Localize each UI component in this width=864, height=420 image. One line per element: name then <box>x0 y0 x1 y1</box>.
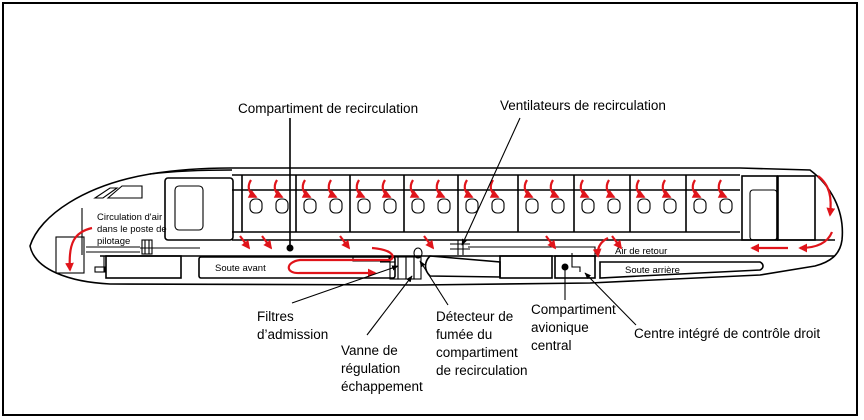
label-recirculation-compartment: Compartiment de recirculation <box>238 101 418 116</box>
label-exhaust-valve-2: régulation <box>341 361 400 376</box>
cabin-window <box>275 198 289 214</box>
leader-intake-filters <box>291 265 399 304</box>
cabin-flow-arrow <box>301 179 312 198</box>
cabin-structure <box>100 174 835 257</box>
cabin-bay <box>403 175 451 232</box>
cabin-flow-arrow <box>247 179 258 198</box>
cabin-flow-arrow <box>409 179 420 198</box>
cabin-bay <box>573 175 621 232</box>
cabin-window <box>465 198 479 214</box>
cabin-flow-arrow <box>579 179 590 198</box>
cockpit-flow-arrow <box>65 226 93 272</box>
cabin-bay <box>241 175 289 232</box>
cockpit-air-line-2: dans le poste de <box>97 224 167 235</box>
return-air-label: Air de retour <box>615 246 667 257</box>
cabin-bay <box>685 175 733 232</box>
leader-exhaust-valve <box>366 275 413 336</box>
cabin-window <box>525 198 539 214</box>
cabin-bay <box>349 175 397 232</box>
aft-bottom-arrow <box>798 231 834 253</box>
diagram-frame <box>2 2 858 416</box>
cabin-window <box>249 198 263 214</box>
cabin-window <box>719 198 733 214</box>
aft-door <box>741 175 816 241</box>
leader-control-center <box>584 272 637 326</box>
label-exhaust-valve-1: Vanne de <box>341 343 398 358</box>
cabin-flow-arrow <box>463 179 474 198</box>
label-smoke-detector-4: de recirculation <box>436 363 528 378</box>
cabin-flow-arrow <box>549 179 560 198</box>
floor-flow-arrow <box>339 235 351 250</box>
floor-flow-arrow <box>611 235 623 250</box>
label-smoke-detector-1: Détecteur de <box>436 309 513 324</box>
cabin-window <box>411 198 425 214</box>
cockpit-equipment <box>55 236 153 274</box>
leader-smoke-detector <box>419 260 449 306</box>
recirculation-fans <box>450 240 596 262</box>
cabin-flow-arrow <box>381 179 392 198</box>
cabin-flow-arrow <box>661 179 672 198</box>
aft-down-arrow <box>817 175 836 217</box>
cabin-bay <box>457 175 505 232</box>
aft-hold-label: Soute arrière <box>625 265 680 276</box>
cabin-window <box>637 198 651 214</box>
cockpit-air-line-3: pilotage <box>97 236 130 247</box>
cabin-window <box>357 198 371 214</box>
cabin-bay <box>517 175 565 232</box>
floor-flow-arrow <box>423 235 435 250</box>
cabin-flow-arrow <box>435 179 446 198</box>
cabin-bay <box>295 175 343 232</box>
cabin-window <box>491 198 505 214</box>
label-smoke-detector-3: compartiment <box>436 345 518 360</box>
forward-door <box>164 177 234 241</box>
cabin-flow-arrow <box>635 179 646 198</box>
cabin-window <box>383 198 397 214</box>
cabin-bay <box>629 175 677 232</box>
forward-hold-label: Soute avant <box>215 263 266 274</box>
leader-recirculation-fans <box>461 117 521 246</box>
avionics-bay <box>554 253 596 279</box>
forward-hold-loop-arrow <box>287 246 394 278</box>
cabin-window <box>303 198 317 214</box>
airflow-arrows <box>65 175 836 278</box>
floor-flow-arrow <box>545 235 557 250</box>
cabin-flow-arrow <box>489 179 500 198</box>
mid-fairing <box>424 255 553 279</box>
label-avionics-bay-1: Compartiment <box>531 302 616 317</box>
cabin-window <box>693 198 707 214</box>
cockpit-air-line-1: Circulation d'air <box>97 212 162 223</box>
label-exhaust-valve-3: échappement <box>341 379 423 394</box>
cabin-window <box>581 198 595 214</box>
cabin-window <box>329 198 343 214</box>
label-right-control-center: Centre intégré de contrôle droit <box>634 326 820 341</box>
label-avionics-bay-2: avionique <box>531 320 589 335</box>
cabin-flow-arrow <box>327 179 338 198</box>
cabin-flow-arrow <box>273 179 284 198</box>
cabin-window <box>551 198 565 214</box>
label-intake-filters-1: Filtres <box>257 309 294 324</box>
cabin-window <box>437 198 451 214</box>
aft-hold: Soute arrière Air de retour <box>599 246 764 279</box>
label-avionics-bay-3: central <box>531 338 572 353</box>
recirculation-unit <box>352 247 423 280</box>
label-smoke-detector-2: fumée du <box>436 327 492 342</box>
fuselage-outline <box>29 167 844 286</box>
cabin-flow-arrow <box>355 179 366 198</box>
cabin-window-rows <box>241 175 733 232</box>
cabin-flow-arrow <box>717 179 728 198</box>
floor-flow-arrow <box>239 235 251 250</box>
cabin-flow-arrow <box>605 179 616 198</box>
label-intake-filters-2: d’admission <box>257 327 328 342</box>
label-recirculation-fans: Ventilateurs de recirculation <box>500 98 666 113</box>
cabin-flow-arrow <box>523 179 534 198</box>
cabin-flow-arrow <box>691 179 702 198</box>
cabin-window <box>663 198 677 214</box>
return-air-arrow <box>592 237 609 258</box>
cabin-window <box>607 198 621 214</box>
leader-lines <box>286 117 637 336</box>
floor-flow-arrow <box>261 235 273 250</box>
